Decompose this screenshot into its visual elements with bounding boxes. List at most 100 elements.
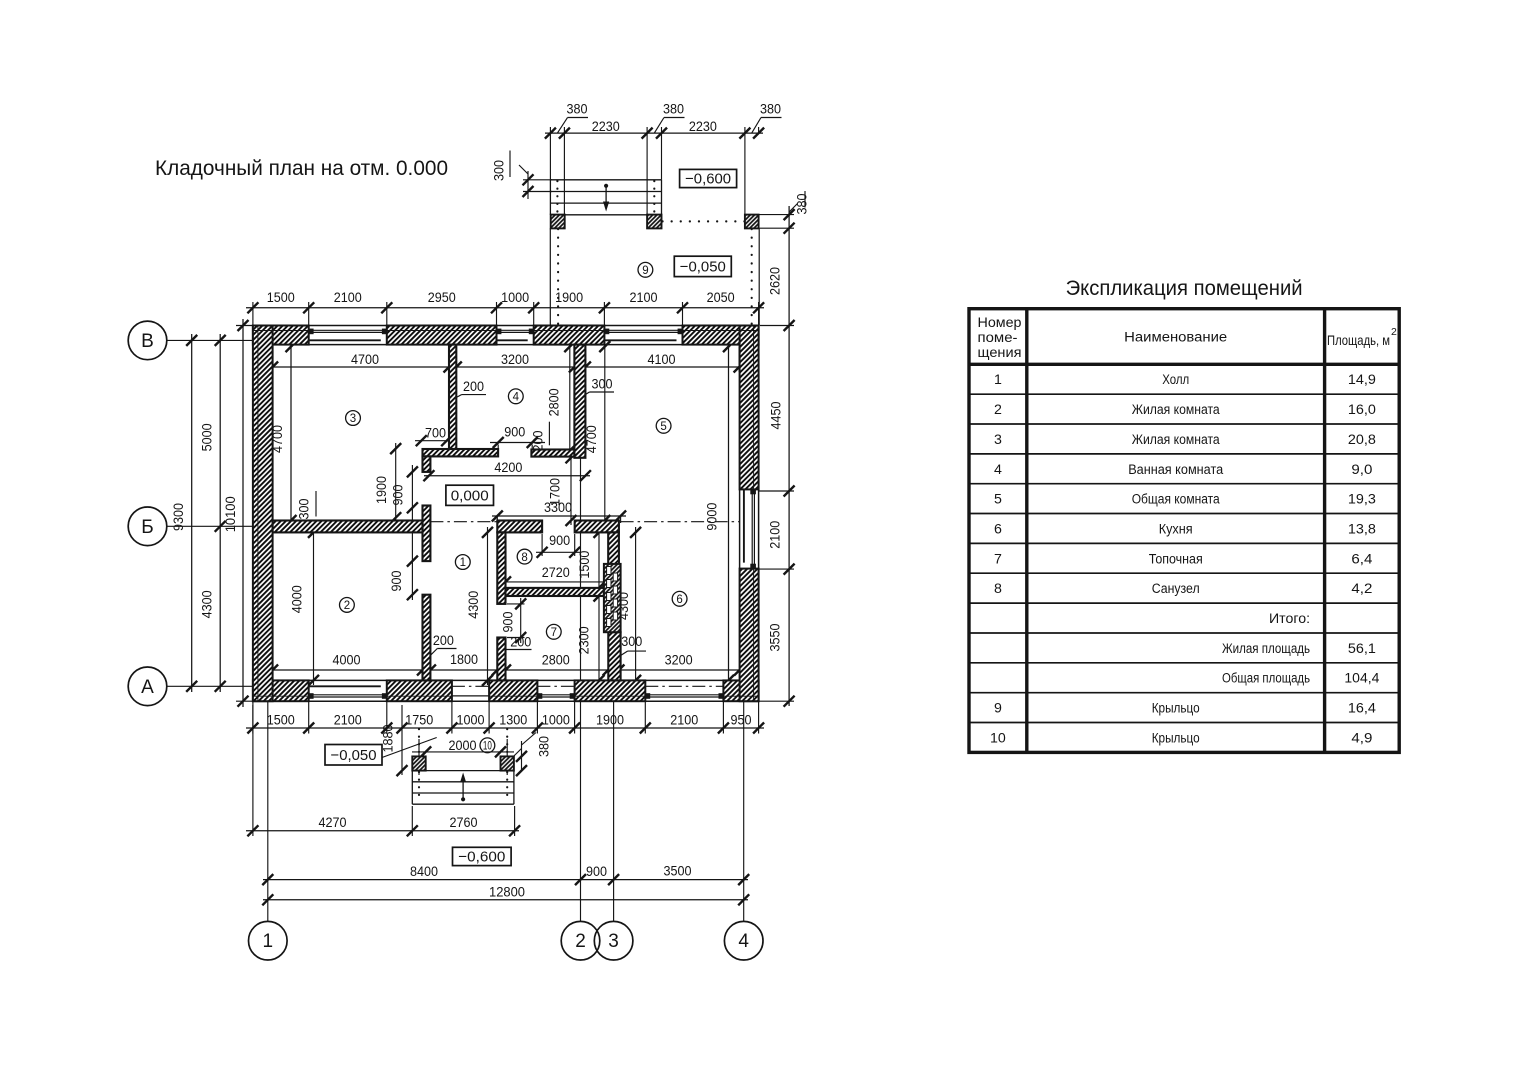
svg-text:9: 9 bbox=[994, 701, 1002, 717]
svg-text:200: 200 bbox=[463, 379, 484, 395]
svg-text:2800: 2800 bbox=[542, 652, 570, 668]
svg-text:2100: 2100 bbox=[768, 521, 784, 549]
svg-text:2100: 2100 bbox=[334, 713, 362, 729]
svg-text:7: 7 bbox=[551, 627, 557, 639]
svg-text:12800: 12800 bbox=[489, 885, 525, 901]
svg-text:2300: 2300 bbox=[577, 626, 593, 654]
svg-text:300: 300 bbox=[492, 160, 508, 181]
svg-text:1000: 1000 bbox=[542, 713, 570, 729]
svg-text:300: 300 bbox=[621, 634, 642, 650]
svg-text:1750: 1750 bbox=[405, 713, 433, 729]
svg-text:−0,600: −0,600 bbox=[685, 171, 731, 188]
svg-text:380: 380 bbox=[537, 736, 553, 757]
svg-text:10: 10 bbox=[483, 741, 492, 753]
svg-text:380: 380 bbox=[663, 102, 684, 118]
svg-text:2230: 2230 bbox=[689, 119, 717, 135]
svg-text:−0,600: −0,600 bbox=[458, 849, 505, 866]
svg-text:1800: 1800 bbox=[450, 652, 478, 668]
svg-text:1500: 1500 bbox=[267, 290, 295, 306]
svg-text:2100: 2100 bbox=[334, 290, 362, 306]
svg-text:2: 2 bbox=[1391, 326, 1397, 338]
svg-text:104,4: 104,4 bbox=[1344, 671, 1379, 687]
svg-text:2230: 2230 bbox=[592, 119, 620, 135]
svg-text:Жилая площадь: Жилая площадь bbox=[1222, 641, 1310, 657]
svg-text:Кладочный план на отм. 0.000: Кладочный план на отм. 0.000 bbox=[155, 156, 448, 180]
svg-text:6: 6 bbox=[994, 522, 1002, 538]
svg-text:Площадь, м: Площадь, м bbox=[1327, 332, 1390, 348]
svg-text:4,2: 4,2 bbox=[1351, 581, 1372, 597]
svg-text:9300: 9300 bbox=[171, 503, 187, 531]
svg-text:4: 4 bbox=[994, 462, 1002, 478]
svg-text:щения: щения bbox=[978, 345, 1022, 360]
svg-text:2950: 2950 bbox=[428, 290, 456, 306]
svg-text:2: 2 bbox=[994, 402, 1002, 418]
svg-text:1: 1 bbox=[263, 931, 274, 952]
svg-text:5000: 5000 bbox=[200, 423, 216, 451]
svg-text:4300: 4300 bbox=[466, 591, 482, 619]
svg-text:2800: 2800 bbox=[547, 388, 563, 416]
svg-text:2000: 2000 bbox=[449, 738, 477, 754]
svg-text:1: 1 bbox=[994, 372, 1002, 388]
svg-text:16,4: 16,4 bbox=[1348, 701, 1376, 717]
svg-text:4700: 4700 bbox=[270, 425, 286, 453]
svg-text:9: 9 bbox=[642, 265, 648, 277]
svg-text:2100: 2100 bbox=[670, 713, 698, 729]
svg-text:2720: 2720 bbox=[542, 565, 570, 581]
svg-text:200: 200 bbox=[531, 430, 547, 451]
svg-text:Общая комната: Общая комната bbox=[1132, 492, 1220, 508]
svg-text:7: 7 bbox=[994, 551, 1002, 567]
svg-text:Жилая комната: Жилая комната bbox=[1132, 402, 1220, 418]
svg-text:Наименование: Наименование bbox=[1124, 330, 1227, 346]
svg-text:6: 6 bbox=[676, 594, 682, 606]
svg-text:13,8: 13,8 bbox=[1348, 522, 1376, 538]
svg-text:1000: 1000 bbox=[457, 713, 485, 729]
svg-text:−0,050: −0,050 bbox=[680, 259, 726, 276]
svg-text:Жилая комната: Жилая комната bbox=[1132, 432, 1220, 448]
svg-text:380: 380 bbox=[795, 193, 811, 214]
svg-text:4100: 4100 bbox=[648, 352, 676, 368]
svg-text:0,000: 0,000 bbox=[451, 488, 489, 505]
svg-text:8400: 8400 bbox=[410, 864, 438, 880]
svg-text:4000: 4000 bbox=[290, 585, 306, 613]
svg-text:900: 900 bbox=[549, 533, 570, 549]
svg-text:Ванная комната: Ванная комната bbox=[1128, 462, 1223, 478]
svg-text:300: 300 bbox=[592, 377, 613, 393]
svg-text:1900: 1900 bbox=[555, 290, 583, 306]
svg-text:Топочная: Топочная bbox=[1149, 551, 1203, 567]
svg-text:6,4: 6,4 bbox=[1351, 551, 1372, 567]
svg-text:4,9: 4,9 bbox=[1351, 730, 1372, 746]
svg-text:10: 10 bbox=[990, 730, 1006, 746]
svg-text:3: 3 bbox=[350, 413, 356, 425]
svg-text:4300: 4300 bbox=[200, 590, 216, 618]
svg-text:20,8: 20,8 bbox=[1348, 432, 1376, 448]
svg-text:Кухня: Кухня bbox=[1159, 522, 1193, 538]
svg-text:3500: 3500 bbox=[664, 864, 692, 880]
svg-text:Номер: Номер bbox=[978, 315, 1022, 330]
svg-text:поме-: поме- bbox=[978, 330, 1018, 345]
svg-text:1300: 1300 bbox=[499, 713, 527, 729]
svg-text:2050: 2050 bbox=[707, 290, 735, 306]
svg-text:Экспликация помещений: Экспликация помещений bbox=[1066, 276, 1303, 300]
svg-text:Крыльцо: Крыльцо bbox=[1152, 701, 1200, 717]
svg-text:3200: 3200 bbox=[665, 652, 693, 668]
svg-text:1000: 1000 bbox=[501, 290, 529, 306]
svg-text:4450: 4450 bbox=[769, 401, 785, 429]
svg-text:9,0: 9,0 bbox=[1351, 462, 1372, 478]
svg-text:380: 380 bbox=[567, 102, 588, 118]
svg-text:900: 900 bbox=[501, 611, 517, 632]
svg-text:10100: 10100 bbox=[223, 496, 239, 532]
svg-text:700: 700 bbox=[425, 426, 446, 442]
svg-text:1700: 1700 bbox=[548, 478, 564, 506]
svg-text:3300: 3300 bbox=[544, 500, 572, 516]
svg-text:1900: 1900 bbox=[374, 476, 390, 504]
svg-text:3200: 3200 bbox=[501, 352, 529, 368]
svg-text:Санузел: Санузел bbox=[1152, 581, 1200, 597]
svg-text:2760: 2760 bbox=[450, 815, 478, 831]
svg-text:4: 4 bbox=[513, 392, 520, 404]
svg-text:Б: Б bbox=[141, 517, 153, 538]
svg-text:4700: 4700 bbox=[584, 425, 600, 453]
svg-text:4200: 4200 bbox=[494, 460, 522, 476]
svg-text:1: 1 bbox=[460, 557, 466, 569]
svg-text:4: 4 bbox=[738, 931, 749, 952]
svg-text:900: 900 bbox=[391, 484, 407, 505]
